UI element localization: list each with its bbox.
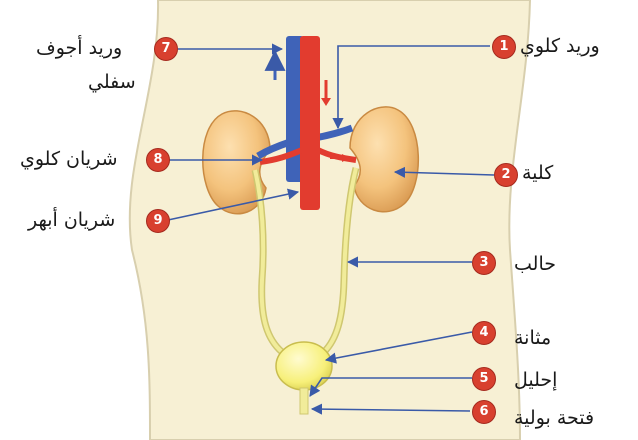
label-ureter: حالب: [514, 252, 556, 276]
label-renal-vein: وريد كلوي: [520, 34, 600, 58]
aorta: [300, 36, 320, 210]
label-vena-cava: وريد أجوف: [36, 36, 122, 60]
label-urinary-opening: فتحة بولية: [514, 406, 594, 430]
badge-7: 7: [154, 37, 178, 61]
label-vena-cava-line2: سفلي: [88, 70, 136, 94]
badge-5: 5: [472, 367, 496, 391]
label-bladder: مثانة: [514, 326, 551, 350]
label-urethra: إحليل: [514, 368, 557, 392]
urethra: [300, 388, 308, 414]
right-kidney: [350, 107, 418, 212]
badge-1: 1: [492, 35, 516, 59]
bladder: [276, 342, 332, 390]
label-kidney: كلية: [522, 161, 553, 185]
label-aorta: شريان أبهر: [28, 208, 115, 232]
badge-3: 3: [472, 251, 496, 275]
badge-9: 9: [146, 209, 170, 233]
label-renal-artery: شريان كلوي: [20, 147, 118, 171]
badge-4: 4: [472, 321, 496, 345]
badge-8: 8: [146, 148, 170, 172]
badge-6: 6: [472, 400, 496, 424]
badge-2: 2: [494, 163, 518, 187]
